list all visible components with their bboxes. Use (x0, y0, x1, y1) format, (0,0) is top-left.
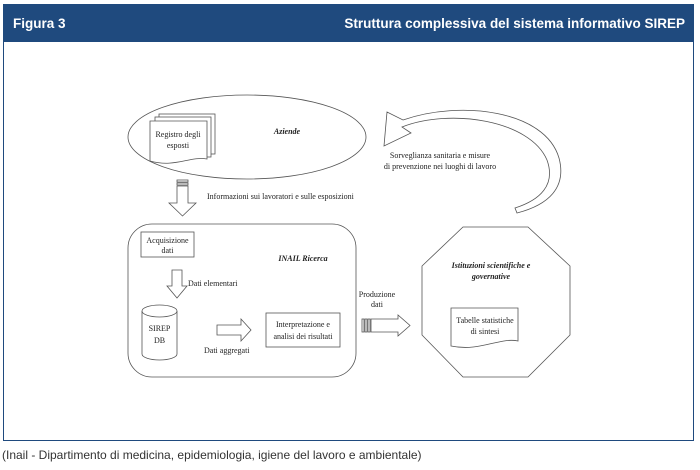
figure-title: Struttura complessiva del sistema inform… (344, 16, 685, 31)
produzione-label-1: Produzione (359, 290, 396, 299)
produzione-label-2: dati (371, 300, 384, 309)
right-arrow-icon (216, 317, 252, 343)
database-cylinder-icon (141, 304, 178, 361)
feedback-label-2: di prevenzione nei luoghi di lavoro (384, 162, 496, 171)
down-arrow-icon (168, 179, 197, 217)
feedback-label-1: Sorveglianza sanitaria e misure (390, 151, 491, 160)
istituzioni-label-1: Istituzioni scientifiche e (451, 261, 531, 270)
figure-header: Figura 3 Struttura complessiva del siste… (4, 5, 693, 42)
tabelle-document (450, 307, 519, 348)
down-arrow-icon (166, 269, 188, 299)
inail-label: INAIL Ricerca (277, 254, 327, 263)
info-arrow-label: Informazioni sui lavoratori e sulle espo… (207, 192, 355, 201)
sirep-db-label-1: SIREP (149, 324, 171, 333)
right-arrow-icon (361, 314, 411, 337)
acquisizione-box (140, 231, 195, 258)
tabelle-label-1: Tabelle statistiche (456, 316, 514, 325)
istituzioni-octagon (421, 226, 571, 378)
registro-document-stack (149, 113, 216, 164)
curved-feedback-arrow-icon (383, 109, 562, 214)
interpretazione-label-1: Interpretazione e (276, 320, 330, 329)
acquisizione-label-2: dati (162, 246, 175, 255)
istituzioni-label-2: governative (471, 272, 511, 281)
dati-aggregati-label: Dati aggregati (204, 346, 250, 355)
figure-caption: (Inail - Dipartimento di medicina, epide… (2, 448, 422, 462)
interpretazione-box (265, 312, 341, 348)
tabelle-label-2: di sintesi (471, 327, 500, 336)
registro-label-2: esposti (167, 141, 190, 150)
figure-label: Figura 3 (13, 16, 66, 31)
registro-label-1: Registro degli (155, 130, 201, 139)
dati-elementari-label: Dati elementari (188, 279, 238, 288)
aziende-label: Aziende (273, 127, 301, 136)
figure-frame: Figura 3 Struttura complessiva del siste… (3, 4, 694, 441)
sirep-db-label-2: DB (154, 336, 165, 345)
acquisizione-label-1: Acquisizione (146, 236, 189, 245)
interpretazione-label-2: analisi dei risultati (273, 332, 333, 341)
